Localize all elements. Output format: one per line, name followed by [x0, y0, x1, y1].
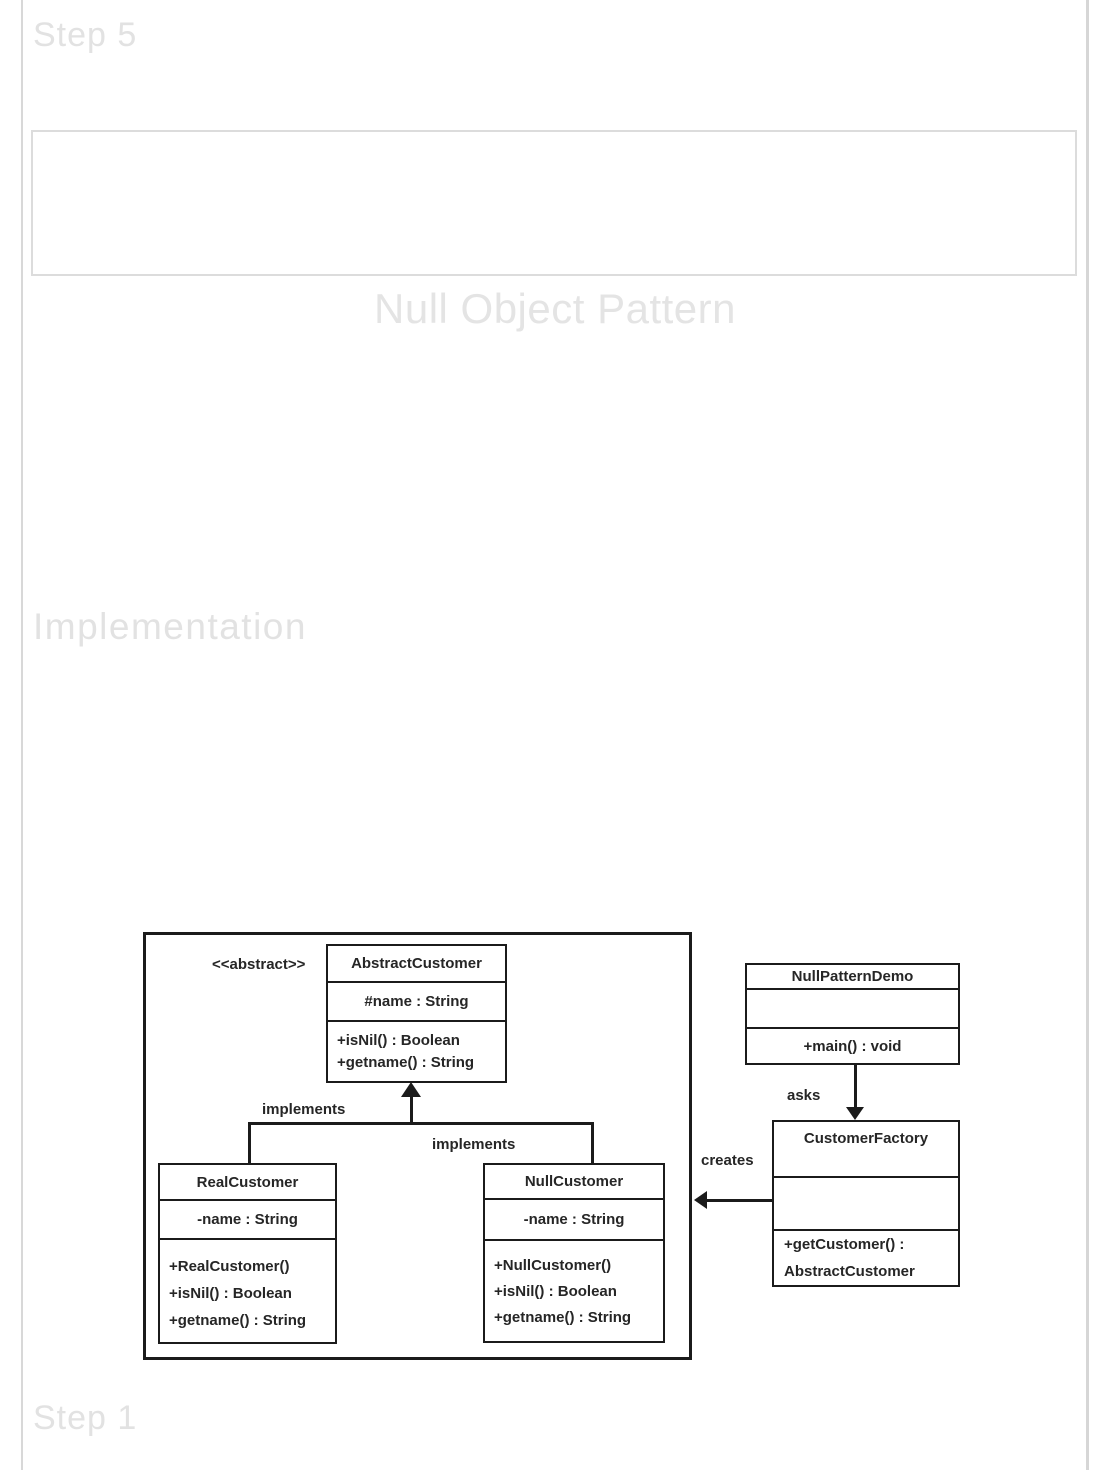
class-title: AbstractCustomer: [351, 955, 482, 972]
class-methods: +RealCustomer() +isNil() : Boolean +getn…: [160, 1238, 335, 1342]
asks-label: asks: [787, 1087, 821, 1104]
class-methods: +getCustomer() : AbstractCustomer: [774, 1229, 958, 1285]
class-title: CustomerFactory: [803, 1130, 929, 1147]
method: +isNil() : Boolean: [337, 1032, 460, 1049]
implements-label-right: implements: [432, 1136, 516, 1153]
asks-arrowhead-icon: [846, 1107, 864, 1120]
creates-label: creates: [701, 1152, 754, 1169]
class-methods: +isNil() : Boolean +getname() : String: [328, 1020, 505, 1081]
implements-connector-null-vertical: [591, 1122, 594, 1165]
class-methods: +NullCustomer() +isNil() : Boolean +getn…: [485, 1239, 663, 1341]
step-1-heading: Step 1: [33, 1399, 138, 1437]
class-title: NullCustomer: [524, 1173, 624, 1190]
implements-label-left: implements: [262, 1101, 346, 1118]
class-title: NullPatternDemo: [791, 968, 914, 985]
method: +NullCustomer(): [494, 1257, 612, 1274]
class-title: RealCustomer: [196, 1173, 299, 1191]
method: +isNil() : Boolean: [169, 1285, 292, 1302]
method: +RealCustomer(): [169, 1258, 290, 1275]
method: +getCustomer() :: [784, 1236, 905, 1253]
class-attributes-empty: [774, 1175, 958, 1229]
class-abstract-customer: AbstractCustomer #name : String +isNil()…: [326, 944, 507, 1083]
method: +isNil() : Boolean: [494, 1283, 617, 1300]
method: AbstractCustomer: [784, 1263, 915, 1280]
creates-arrowhead-icon: [694, 1191, 707, 1209]
class-null-pattern-demo: NullPatternDemo +main() : void: [745, 963, 960, 1065]
abstract-stereotype-label: <<abstract>>: [212, 956, 306, 973]
class-attribute: -name : String: [485, 1198, 663, 1239]
asks-arrow-shaft: [854, 1065, 857, 1110]
class-real-customer: RealCustomer -name : String +RealCustome…: [158, 1163, 337, 1344]
empty-placeholder-box: [31, 130, 1077, 276]
implements-arrow-shaft: [410, 1096, 413, 1125]
class-attributes-empty: [747, 988, 958, 1027]
uml-package-boundary: [143, 932, 692, 1360]
class-attribute: -name : String: [160, 1199, 335, 1238]
step-5-heading: Step 5: [33, 16, 138, 54]
class-customer-factory: CustomerFactory +getCustomer() : Abstrac…: [772, 1120, 960, 1287]
method: +getname() : String: [494, 1309, 632, 1326]
implements-connector-real-vertical: [248, 1122, 251, 1165]
method: +getname() : String: [169, 1312, 307, 1329]
left-page-border: [21, 0, 23, 1470]
class-method: +main() : void: [747, 1027, 958, 1063]
method: +getname() : String: [337, 1054, 475, 1071]
creates-arrow-shaft: [706, 1199, 772, 1202]
implementation-heading: Implementation: [33, 606, 307, 647]
inheritance-arrowhead-icon: [401, 1082, 421, 1097]
class-attribute: #name : String: [328, 981, 505, 1020]
page-title: Null Object Pattern: [374, 285, 736, 332]
class-null-customer: NullCustomer -name : String +NullCustome…: [483, 1163, 665, 1343]
implements-connector-horizontal: [248, 1122, 594, 1125]
right-page-border: [1086, 0, 1089, 1470]
